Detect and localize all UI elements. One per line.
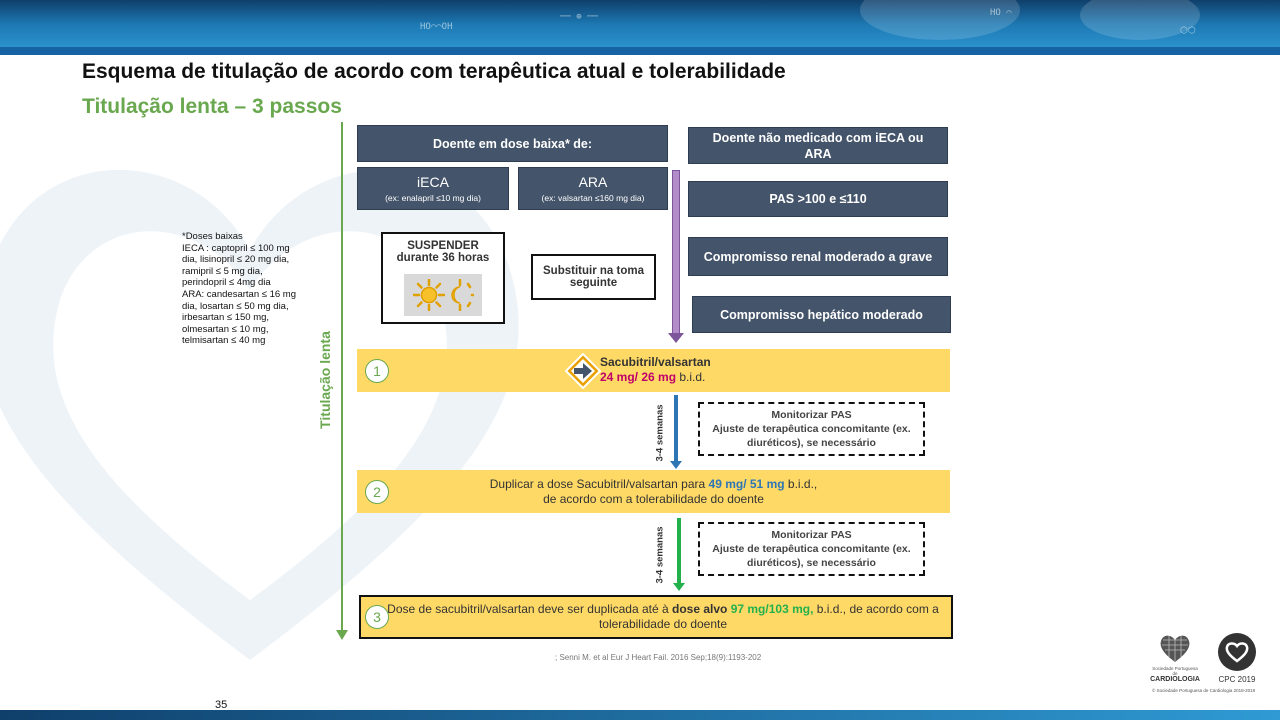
spc-logo: Sociedade Portuguesa de CARDIOLOGIA <box>1150 632 1200 688</box>
suspend-line1: SUSPENDER <box>407 240 479 252</box>
header-banner: HO⌒⌒OH ── ⊕ ── HO ⌒ ⬡⬡ <box>0 0 1280 55</box>
blue-arrow-shaft <box>674 395 678 462</box>
step-2-dose: 49 mg/ 51 mg <box>708 476 785 491</box>
step-1-freq: b.i.d. <box>676 370 706 384</box>
page-title: Esquema de titulação de acordo com terap… <box>82 60 786 83</box>
monitor-1-title: Monitorizar PAS <box>771 409 852 421</box>
step-2-line2: de acordo com a tolerabilidade do doente <box>543 491 764 506</box>
page-subtitle: Titulação lenta – 3 passos <box>82 95 342 118</box>
heart-icon <box>1160 635 1190 662</box>
page-number: 35 <box>215 699 228 711</box>
ieca-title: iECA <box>417 174 449 190</box>
timeline-arrowhead <box>336 630 348 640</box>
ieca-example: (ex: enalapril ≤10 mg dia) <box>385 193 481 203</box>
ara-title: ARA <box>578 174 608 190</box>
step-2-text: Duplicar a dose Sacubitril/valsartan par… <box>357 477 950 507</box>
step-3-line2: tolerabilidade do doente <box>598 617 728 631</box>
timeline-line <box>341 122 343 632</box>
cpc-logo: CPC 2019 <box>1212 633 1262 689</box>
spc-small-text: Sociedade Portuguesa de <box>1152 666 1198 676</box>
monitor-box-2: Monitorizar PAS Ajuste de terapêutica co… <box>698 522 925 576</box>
sun-icon <box>412 279 445 311</box>
copyright-text: © Sociedade Portuguesa de Cardiologia 20… <box>1152 688 1256 693</box>
monitor-2-title: Monitorizar PAS <box>771 529 852 541</box>
step-2-number: 2 <box>365 480 389 504</box>
step-3-box: 3 Dose de sacubitril/valsartan deve ser … <box>359 595 953 639</box>
not-medicated-box: Doente não medicado com iECA ou ARA <box>688 127 948 164</box>
weeks-label-1-wrap: 3-4 semanas <box>650 398 670 468</box>
cpc-heart-icon <box>1225 642 1249 663</box>
step-1-drug: Sacubitril/valsartan <box>600 355 711 369</box>
not-medicated-text: Doente não medicado com iECA ou ARA <box>712 130 924 161</box>
monitor-1-line3: diuréticos), se necessário <box>747 437 876 449</box>
monitor-box-1: Monitorizar PAS Ajuste de terapêutica co… <box>698 402 925 456</box>
low-dose-header-text: Doente em dose baixa* de: <box>432 136 593 151</box>
ieca-box: iECA (ex: enalapril ≤10 mg dia) <box>357 167 509 210</box>
hepatic-box: Compromisso hepático moderado <box>692 296 951 333</box>
renal-box: Compromisso renal moderado a grave <box>688 237 948 276</box>
weeks-label-1: 3-4 semanas <box>654 404 666 462</box>
step-3-dose: 97 mg/103 mg, <box>727 602 814 616</box>
monitor-2-line3: diuréticos), se necessário <box>747 557 876 569</box>
step-1-text: Sacubitril/valsartan 24 mg/ 26 mg b.i.d. <box>600 355 711 385</box>
substitute-box: Substituir na toma seguinte <box>531 254 656 300</box>
weeks-label-2: 3-4 semanas <box>654 526 666 584</box>
suspend-line2: durante 36 horas <box>396 252 490 264</box>
spc-big-text: CARDIOLOGIA <box>1150 676 1200 683</box>
step-2-suffix: b.i.d., <box>784 476 818 491</box>
step-1-dose: 24 mg/ 26 mg <box>600 370 677 384</box>
step-3-suffix: b.i.d., de acordo com a <box>813 602 939 616</box>
low-dose-footnote: *Doses baixas IECA : captopril ≤ 100 mg … <box>182 231 296 347</box>
vertical-label: Titulação lenta <box>317 331 333 429</box>
purple-arrowhead <box>668 333 684 343</box>
green-arrow-shaft <box>677 518 681 584</box>
footer-banner <box>0 710 1280 720</box>
purple-arrow-shaft <box>672 170 680 335</box>
ara-box: ARA (ex: valsartan ≤160 mg dia) <box>518 167 668 210</box>
monitor-1-line2: Ajuste de terapêutica concomitante (ex. <box>712 423 911 435</box>
step-2-prefix: Duplicar a dose Sacubitril/valsartan par… <box>489 476 709 491</box>
diamond-arrow-icon <box>565 353 601 389</box>
step-1-number: 1 <box>365 359 389 383</box>
step-3-prefix: Dose de sacubitril/valsartan deve ser du… <box>387 602 673 616</box>
cpc-circle <box>1218 633 1256 671</box>
pas-text: PAS >100 e ≤110 <box>769 192 867 206</box>
cpc-label: CPC 2019 <box>1218 675 1256 684</box>
renal-text: Compromisso renal moderado a grave <box>703 249 933 264</box>
reference-citation: ; Senni M. et al Eur J Heart Fail. 2016 … <box>555 653 762 662</box>
step-2-box: 2 Duplicar a dose Sacubitril/valsartan p… <box>357 470 950 513</box>
green-arrowhead <box>673 583 685 591</box>
weeks-label-2-wrap: 3-4 semanas <box>650 520 670 590</box>
monitor-2-line2: Ajuste de terapêutica concomitante (ex. <box>712 543 911 555</box>
step-3-number: 3 <box>365 605 389 629</box>
step-1-box: 1 Sacubitril/valsartan 24 mg/ 26 mg b.i.… <box>357 349 950 392</box>
pas-box: PAS >100 e ≤110 <box>688 181 948 217</box>
suspend-box: SUSPENDER durante 36 horas <box>381 232 505 324</box>
step-3-text: Dose de sacubitril/valsartan deve ser du… <box>361 602 951 632</box>
substitute-line2: seguinte <box>569 277 618 289</box>
substitute-line1: Substituir na toma <box>543 265 644 277</box>
sun-tile <box>404 274 482 316</box>
hepatic-text: Compromisso hepático moderado <box>720 307 923 322</box>
blue-arrowhead <box>670 461 682 469</box>
half-sun-icon <box>450 279 474 311</box>
low-dose-header: Doente em dose baixa* de: <box>357 125 668 162</box>
ara-example: (ex: valsartan ≤160 mg dia) <box>541 193 645 203</box>
step-3-bold: dose alvo <box>672 602 728 616</box>
